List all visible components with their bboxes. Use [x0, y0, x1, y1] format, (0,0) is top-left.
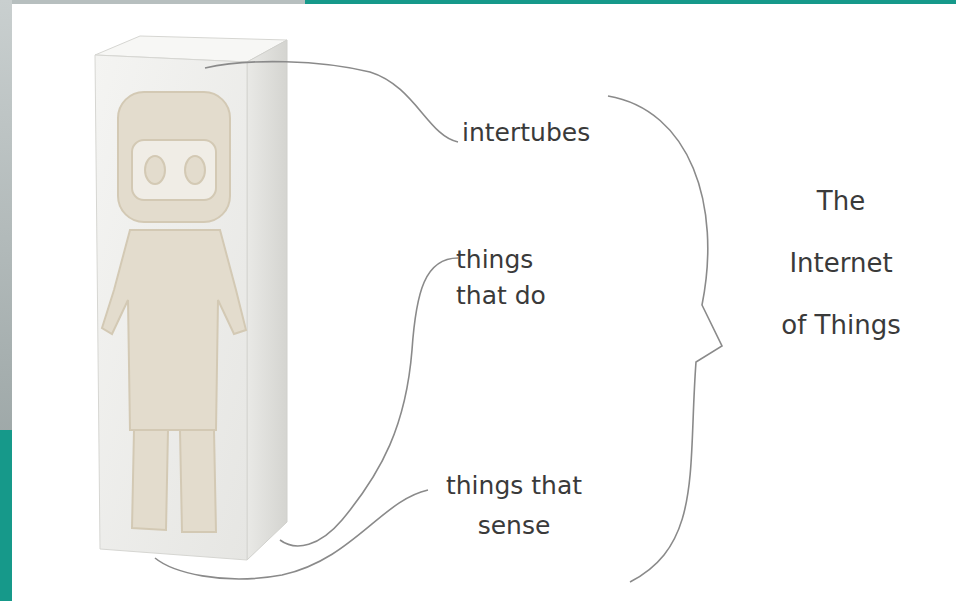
leader-line	[155, 490, 428, 579]
foam-block	[95, 36, 287, 560]
callout-label: things that sense	[430, 466, 598, 546]
robot-eye	[145, 156, 165, 184]
top-bar	[0, 0, 305, 4]
callout-label: intertubes	[462, 115, 662, 151]
robot-engraving	[102, 92, 246, 532]
block-side	[247, 40, 287, 560]
robot-eye	[185, 156, 205, 184]
robot-leg	[132, 430, 168, 530]
top-bar-accent	[305, 0, 956, 4]
block-front	[95, 55, 247, 560]
grouping-brace	[608, 96, 722, 582]
left-strip-accent	[0, 430, 12, 601]
robot-body	[102, 230, 246, 430]
leader-line	[205, 62, 458, 142]
left-strip	[0, 0, 12, 601]
robot-face	[132, 140, 216, 200]
robot-head	[118, 92, 230, 222]
robot-leg	[180, 430, 216, 532]
leader-line	[280, 258, 458, 546]
leader-lines	[155, 62, 458, 579]
group-label: The Internet of Things	[780, 170, 902, 356]
callout-label: things that do	[456, 242, 578, 314]
